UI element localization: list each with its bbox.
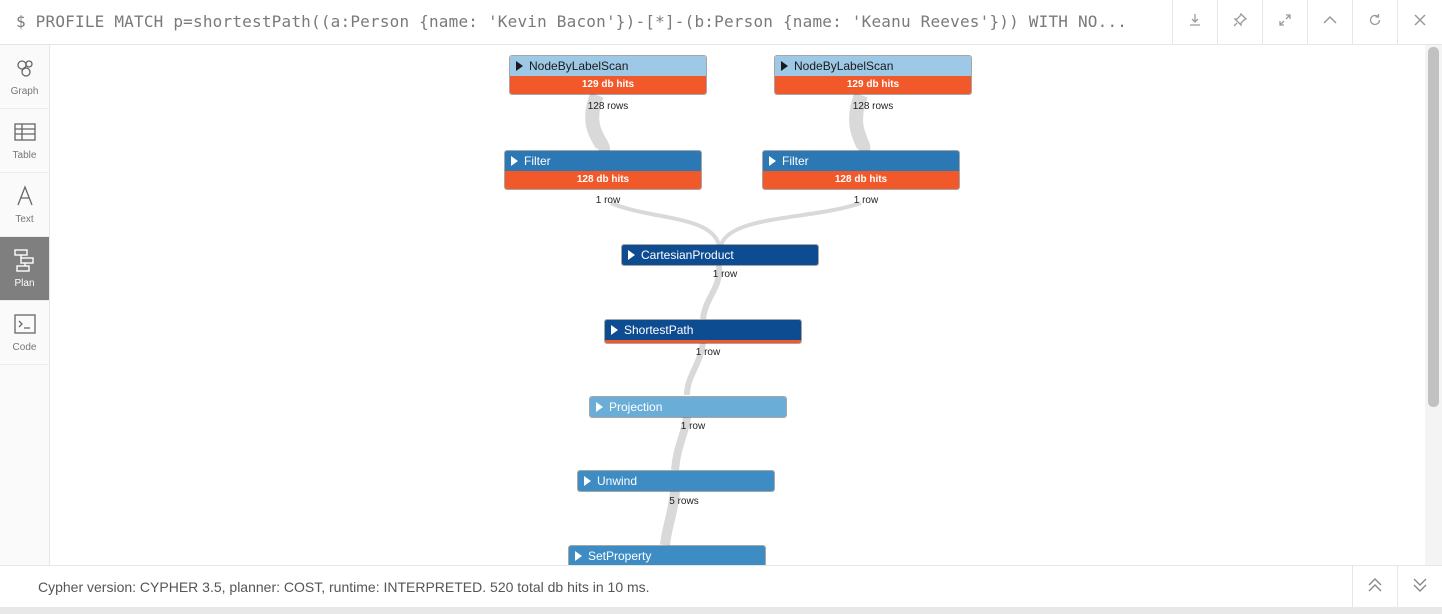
operator-title: Filter (524, 154, 551, 168)
query-text[interactable]: $ PROFILE MATCH p=shortestPath((a:Person… (16, 12, 1128, 31)
view-code[interactable]: Code (0, 301, 49, 365)
operator-title: SetProperty (588, 549, 652, 563)
download-icon (1187, 12, 1203, 33)
double-chevron-up-icon (1366, 576, 1384, 599)
expand-triangle-icon (516, 61, 523, 71)
row-count: 5 rows (669, 496, 699, 507)
view-graph[interactable]: Graph (0, 45, 49, 109)
row-count: 1 row (853, 195, 879, 206)
operator-title: CartesianProduct (641, 248, 734, 262)
plan-icon (13, 248, 37, 272)
text-icon (13, 184, 37, 208)
status-footer: Cypher version: CYPHER 3.5, planner: COS… (0, 565, 1442, 608)
frame-actions (1172, 0, 1442, 45)
db-hits: 129 db hits (510, 76, 706, 94)
row-count: 1 row (595, 195, 621, 206)
operator-node-by-label-scan[interactable]: NodeByLabelScan 129 db hits (509, 55, 707, 95)
flow-line (660, 490, 680, 546)
operator-node-by-label-scan[interactable]: NodeByLabelScan 129 db hits (774, 55, 972, 95)
operator-title: Projection (609, 400, 663, 414)
expand-icon (1277, 12, 1293, 33)
table-icon (13, 120, 37, 144)
expand-triangle-icon (769, 156, 776, 166)
frame-bottom-edge (0, 607, 1442, 614)
operator-title: Unwind (597, 474, 638, 488)
operator-cartesian-product[interactable]: CartesianProduct (621, 244, 819, 266)
view-switcher: Graph Table Text Plan Code (0, 45, 50, 565)
view-label: Code (12, 342, 37, 353)
flow-line (585, 92, 610, 159)
view-label: Plan (14, 278, 35, 289)
row-count: 128 rows (587, 101, 629, 112)
expand-triangle-icon (611, 325, 618, 335)
db-hits-bar (605, 340, 801, 343)
flow-line (719, 201, 862, 246)
operator-shortest-path[interactable]: ShortestPath (604, 319, 802, 344)
view-table[interactable]: Table (0, 109, 49, 173)
db-hits: 129 db hits (775, 76, 971, 94)
operator-filter[interactable]: Filter 128 db hits (762, 150, 960, 190)
fullscreen-button[interactable] (1262, 0, 1307, 45)
operator-title: NodeByLabelScan (529, 59, 629, 73)
collapse-up-icon (1322, 12, 1338, 33)
db-hits: 128 db hits (505, 171, 701, 189)
row-count: 128 rows (852, 101, 894, 112)
close-icon (1412, 12, 1428, 33)
db-hits: 128 db hits (763, 171, 959, 189)
flow-line (671, 416, 691, 471)
expand-triangle-icon (781, 61, 788, 71)
view-text[interactable]: Text (0, 173, 49, 237)
flow-line (684, 340, 706, 396)
view-plan[interactable]: Plan (0, 237, 49, 301)
close-button[interactable] (1397, 0, 1442, 45)
flow-line (700, 264, 723, 320)
row-count: 1 row (680, 421, 706, 432)
code-icon (13, 312, 37, 336)
operator-title: NodeByLabelScan (794, 59, 894, 73)
expand-triangle-icon (628, 250, 635, 260)
vertical-scrollbar[interactable] (1425, 45, 1442, 565)
expand-triangle-icon (511, 156, 518, 166)
expand-all-button[interactable] (1397, 566, 1442, 608)
operator-set-property[interactable]: SetProperty (568, 545, 766, 565)
expand-triangle-icon (575, 551, 582, 561)
expand-triangle-icon (596, 402, 603, 412)
download-button[interactable] (1172, 0, 1217, 45)
query-plan[interactable]: NodeByLabelScan 129 db hits 128 rows Nod… (51, 45, 1425, 565)
row-count: 1 row (695, 347, 721, 358)
rerun-icon (1367, 12, 1383, 33)
pin-icon (1232, 12, 1248, 33)
view-label: Text (15, 214, 34, 225)
operator-projection[interactable]: Projection (589, 396, 787, 418)
operator-title: ShortestPath (624, 323, 694, 337)
flow-line (610, 201, 721, 246)
scrollbar-thumb[interactable] (1428, 47, 1439, 407)
flow-line (849, 92, 871, 159)
collapse-all-button[interactable] (1352, 566, 1397, 608)
pin-button[interactable] (1217, 0, 1262, 45)
view-label: Graph (10, 86, 39, 97)
row-count: 1 row (712, 269, 738, 280)
command-bar: $ PROFILE MATCH p=shortestPath((a:Person… (0, 0, 1442, 45)
operator-title: Filter (782, 154, 809, 168)
view-label: Table (12, 150, 37, 161)
collapse-button[interactable] (1307, 0, 1352, 45)
plan-flow-lines (585, 92, 871, 546)
plan-summary: Cypher version: CYPHER 3.5, planner: COS… (38, 579, 650, 595)
footer-actions (1352, 566, 1442, 608)
operator-unwind[interactable]: Unwind (577, 470, 775, 492)
rerun-button[interactable] (1352, 0, 1397, 45)
operator-filter[interactable]: Filter 128 db hits (504, 150, 702, 190)
double-chevron-down-icon (1411, 576, 1429, 599)
expand-triangle-icon (584, 476, 591, 486)
graph-icon (13, 56, 37, 80)
